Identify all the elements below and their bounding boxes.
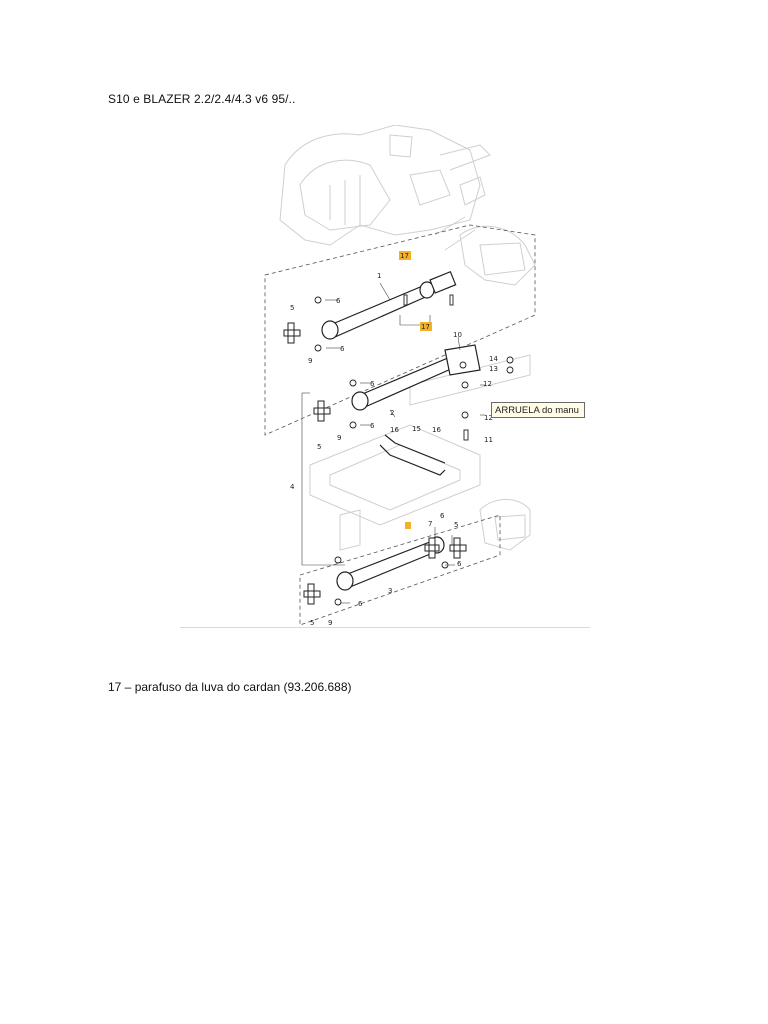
callout-17b: 17 (421, 323, 430, 331)
callout-9b: 9 (337, 434, 341, 442)
center-propshaft (351, 344, 481, 411)
callout-15: 15 (412, 425, 421, 433)
document-heading: S10 e BLAZER 2.2/2.4/4.3 v6 95/.. (108, 92, 296, 106)
hover-tooltip: ARRUELA do manu (491, 402, 585, 418)
heat-shield-bracket (379, 434, 446, 476)
callout-5a: 5 (290, 304, 294, 312)
callout-13: 13 (489, 365, 498, 373)
callout-6f: 6 (457, 560, 462, 568)
callout-14: 14 (489, 355, 498, 363)
callout-5c: 5 (310, 619, 314, 627)
figure-baseline (180, 627, 590, 628)
callout-17a-highlight (399, 251, 411, 260)
callout-17b-highlight (420, 322, 432, 331)
exploded-parts-diagram: 1 2 3 4 5 5 5 5 6 6 6 6 6 6 6 7 9 9 9 10… (180, 125, 590, 630)
callout-6e: 6 (358, 600, 363, 608)
callout-6g: 6 (440, 512, 445, 520)
callout-11: 11 (484, 436, 493, 444)
callout-5b: 5 (317, 443, 321, 451)
callout-3: 3 (388, 587, 392, 595)
callout-5d: 5 (454, 521, 458, 529)
callout-9c: 9 (328, 619, 332, 627)
assembly-dashed-boundary (264, 224, 536, 626)
transmission-outline (279, 125, 491, 246)
callout-labels: 1 2 3 4 5 5 5 5 6 6 6 6 6 6 6 7 9 9 9 10… (290, 251, 498, 627)
callout-6c: 6 (370, 380, 375, 388)
universal-joints (283, 322, 467, 605)
callout-6d: 6 (370, 422, 375, 430)
part-caption: 17 – parafuso da luva do cardan (93.206.… (108, 680, 352, 694)
callout-16b: 16 (432, 426, 441, 434)
callout-6b: 6 (340, 345, 345, 353)
callout-16a: 16 (390, 426, 399, 434)
front-propshaft (321, 270, 457, 340)
rear-axle-outline-top (434, 216, 536, 286)
callout-17a: 17 (400, 252, 409, 260)
callout-12b: 12 (484, 414, 493, 422)
callout-2: 2 (390, 409, 394, 417)
callout-1: 1 (377, 272, 381, 280)
callout-10: 10 (453, 331, 462, 339)
callout-6a: 6 (336, 297, 341, 305)
callout-7: 7 (428, 520, 432, 528)
leader-lines (301, 282, 485, 604)
fasteners (314, 294, 514, 606)
callout-9a: 9 (308, 357, 312, 365)
callout-12a: 12 (483, 380, 492, 388)
callout-17c-highlight (405, 522, 411, 529)
callout-4: 4 (290, 483, 295, 491)
rear-axle-outline-bottom (479, 499, 531, 551)
